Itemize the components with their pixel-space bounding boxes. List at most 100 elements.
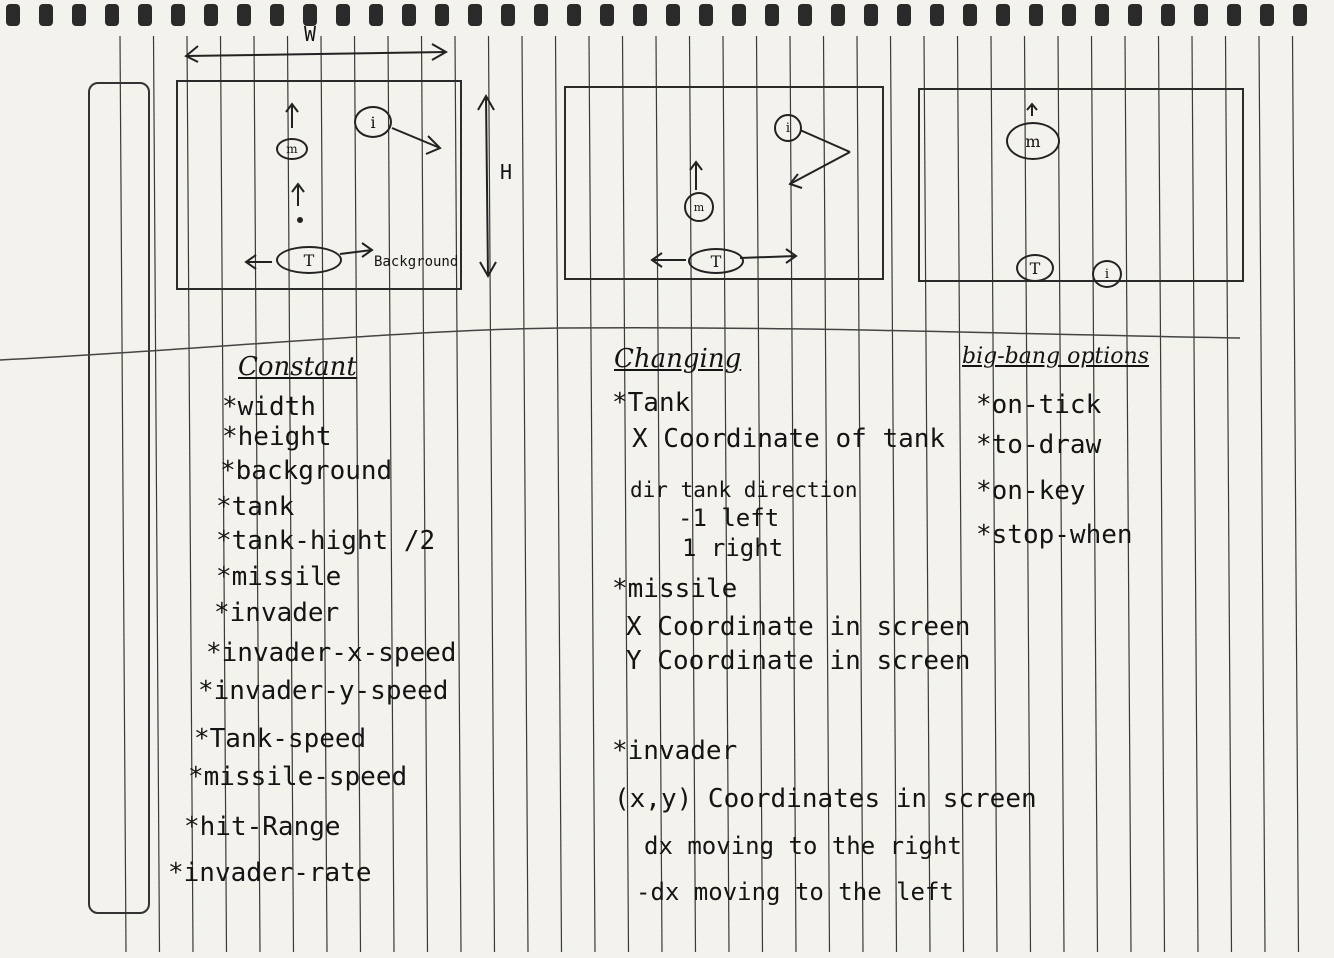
ruled-line [923,35,931,953]
ruled-line [822,35,831,953]
ruled-line [889,35,898,953]
ruled-line [119,35,127,953]
ruled-line [286,35,295,953]
constant-item: *invader-y-speed [198,676,449,706]
spiral-ring [369,4,383,26]
constant-item: *invader-x-speed [206,638,457,668]
ruled-line [722,35,730,953]
spiral-ring [39,4,53,26]
spiral-ring [105,4,119,26]
spiral-ring [1260,4,1274,26]
spiral-ring [171,4,185,26]
spiral-ring [600,4,614,26]
ruled-line [655,35,663,953]
ruled-line [152,35,161,953]
missile-sprite-2: m [684,192,714,222]
constant-item: *missile-speed [188,762,408,792]
ruled-line [1124,35,1132,953]
spiral-ring [831,4,845,26]
bigbang-header: big-bang options [962,344,1149,369]
spiral-ring [468,4,482,26]
constant-item: *invader [214,598,340,628]
sketch-frame-1 [176,80,462,290]
changing-tank-dir: dir tank direction [630,478,858,502]
ruled-line [1258,35,1266,953]
spiral-ring [765,4,779,26]
spiral-ring [270,4,284,26]
spiral-ring [864,4,878,26]
ruled-line [420,35,429,953]
changing-invader: *invader [612,736,738,766]
spiral-ring [435,4,449,26]
bigbang-item: *to-draw [976,430,1102,460]
spiral-ring [72,4,86,26]
changing-tank-x: X Coordinate of tank [632,424,946,454]
spiral-ring [501,4,515,26]
changing-tank: *Tank [612,388,691,418]
changing-tank-left: -1 left [678,504,780,532]
ruled-line [1157,35,1166,953]
ruled-line [186,35,194,953]
spiral-ring [534,4,548,26]
ruled-line [588,35,596,953]
spiral-ring [1194,4,1208,26]
spiral-ring [1293,4,1307,26]
spiral-ring [1161,4,1175,26]
tank-sprite-2: T [688,248,744,274]
height-label: H [500,160,513,184]
background-label: Background [374,254,459,270]
ruled-line [621,35,630,953]
spiral-ring [897,4,911,26]
changing-invader-ndx: -dx moving to the left [636,878,954,906]
constant-header: Constant [238,352,357,382]
spiral-ring [633,4,647,26]
ruled-line [1291,35,1300,953]
invader-sprite: i [354,106,392,138]
ruled-line [755,35,764,953]
constant-item: *tank [216,492,295,522]
ruled-line [789,35,797,953]
spiral-ring [567,4,581,26]
changing-invader-xy: (x,y) Coordinates in screen [614,784,1037,814]
ruled-line [1191,35,1199,953]
ruled-line [387,35,395,953]
invader-sprite-3: i [1092,260,1122,288]
ruled-line [1224,35,1233,953]
margin-box [88,82,150,914]
ruled-line [554,35,563,953]
tank-sprite: T [276,246,342,274]
bigbang-item: *stop-when [976,520,1133,550]
spiral-ring [963,4,977,26]
invader-sprite-2: i [774,114,802,142]
spiral-ring [996,4,1010,26]
constant-item: *tank-hight /2 [216,526,436,556]
ruled-line [956,35,965,953]
ruled-line [487,35,496,953]
changing-invader-dx: dx moving to the right [644,832,962,860]
ruled-line [856,35,864,953]
ruled-line [253,35,261,953]
ruled-line [454,35,462,953]
spiral-ring [402,4,416,26]
changing-missile-y: Y Coordinate in screen [626,646,971,676]
ruled-line [1090,35,1099,953]
spiral-ring [6,4,20,26]
spiral-ring [204,4,218,26]
spiral-ring [1029,4,1043,26]
constant-item: *height [222,422,332,452]
changing-missile-x: X Coordinate in screen [626,612,971,642]
spiral-ring [699,4,713,26]
sketch-frame-3 [918,88,1244,282]
constant-item: *invader-rate [168,858,372,888]
spiral-ring [336,4,350,26]
spiral-ring [1095,4,1109,26]
ruled-line [1023,35,1032,953]
changing-header: Changing [614,344,742,374]
ruled-line [521,35,529,953]
sketch-frame-2 [564,86,884,280]
spiral-ring [237,4,251,26]
ruled-line [320,35,328,953]
